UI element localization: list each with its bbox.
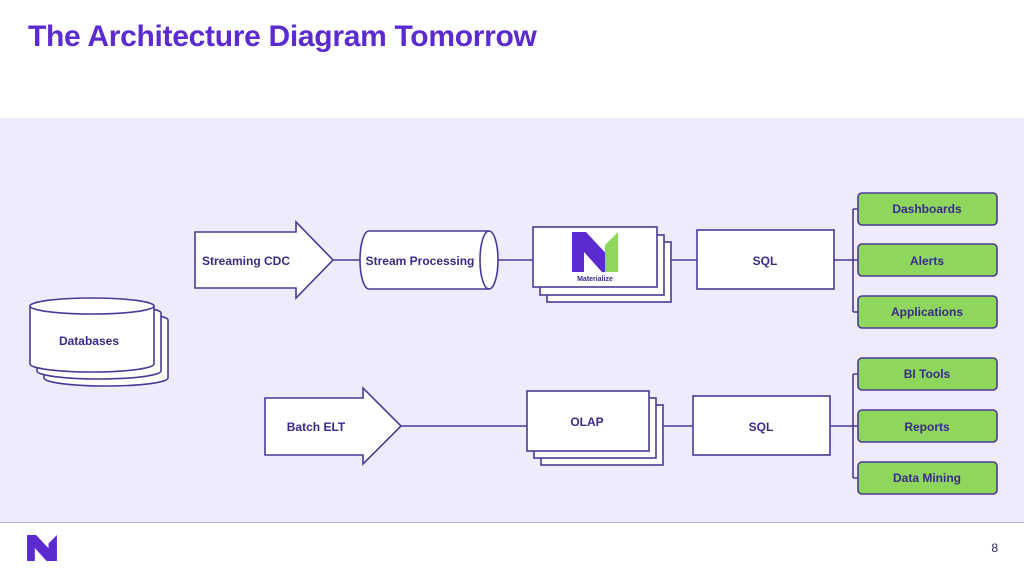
output-applications	[857, 295, 998, 329]
footer-divider	[0, 522, 1024, 523]
databases-node	[29, 297, 169, 387]
output-dashboards-label: Dashboards	[892, 202, 962, 216]
materialize-footer-logo-icon	[27, 535, 57, 561]
slide-title: The Architecture Diagram Tomorrow	[28, 20, 537, 53]
sql-batch-node	[692, 395, 831, 456]
output-alerts-label: Alerts	[910, 254, 944, 268]
bracket-batch-outputs	[852, 373, 858, 479]
streaming-cdc-arrow	[194, 220, 335, 300]
page-number: 8	[991, 541, 998, 555]
stream-processing-node	[359, 230, 499, 290]
materialize-label: Materialize	[577, 276, 613, 283]
olap-node	[526, 390, 664, 466]
materialize-logo-icon	[572, 232, 618, 272]
output-bi-tools-label: BI Tools	[904, 367, 951, 381]
sql-streaming-node	[696, 229, 835, 290]
olap-label: OLAP	[570, 415, 603, 429]
output-data-mining-label: Data Mining	[893, 471, 961, 485]
output-reports-label: Reports	[904, 420, 950, 434]
sql-batch-label: SQL	[749, 420, 774, 434]
output-reports	[857, 409, 998, 443]
output-applications-label: Applications	[891, 305, 963, 319]
output-bi-tools	[857, 357, 998, 391]
streaming-cdc-label: Streaming CDC	[202, 254, 290, 268]
stream-processing-label: Stream Processing	[366, 254, 475, 268]
bracket-streaming-outputs	[852, 208, 858, 313]
output-alerts	[857, 243, 998, 277]
output-dashboards	[857, 192, 998, 226]
batch-outputs: BI Tools Reports Data Mining	[857, 357, 998, 495]
batch-elt-label: Batch ELT	[287, 420, 346, 434]
output-data-mining	[857, 461, 998, 495]
streaming-outputs: Dashboards Alerts Applications	[857, 192, 998, 329]
batch-elt-arrow	[264, 386, 403, 466]
sql-streaming-label: SQL	[753, 254, 778, 268]
databases-label: Databases	[59, 334, 119, 348]
